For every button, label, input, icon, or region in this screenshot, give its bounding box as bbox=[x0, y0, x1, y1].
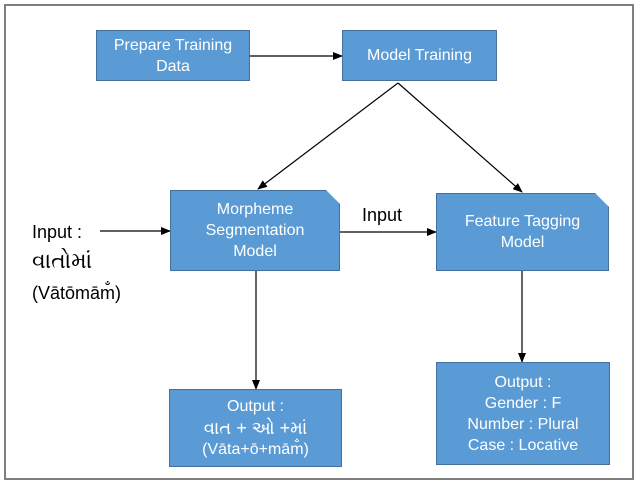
node-morpheme-segmentation-model: Morpheme Segmentation Model bbox=[170, 190, 340, 271]
node-text: Model bbox=[233, 243, 277, 260]
edge-training-to-feature bbox=[397, 82, 523, 193]
node-text: Data bbox=[156, 57, 190, 75]
node-text: Number : Plural bbox=[467, 415, 579, 433]
node-prepare-training-data: Prepare Training Data bbox=[96, 30, 250, 81]
node-text: (Vāta+ō+mām̐) bbox=[202, 441, 309, 458]
node-text: Model Training bbox=[367, 47, 472, 64]
edge-training-to-morpheme bbox=[257, 82, 399, 190]
node-text: Segmentation bbox=[205, 222, 305, 239]
node-text: Gender : F bbox=[484, 394, 562, 412]
node-text: Morpheme bbox=[216, 201, 294, 218]
diagram-frame bbox=[4, 4, 634, 480]
node-text: Model bbox=[500, 234, 545, 251]
input-label-title: Input : bbox=[32, 222, 83, 242]
node-text: Case : Locative bbox=[467, 436, 579, 454]
node-text: વાત + ઓ +માં bbox=[203, 418, 308, 438]
node-model-training: Model Training bbox=[342, 30, 497, 81]
input-label-word: વાતોમાં bbox=[32, 248, 93, 273]
node-feature-output: Output : Gender : F Number : Plural Case… bbox=[436, 362, 610, 465]
node-text: Output : bbox=[494, 373, 552, 391]
node-text: Output : bbox=[227, 398, 284, 415]
input-label-translit: (Vātōmām̐) bbox=[32, 283, 122, 303]
node-text: Feature Tagging bbox=[464, 213, 581, 230]
edge-label-input: Input bbox=[362, 205, 403, 225]
node-morpheme-output: Output : વાત + ઓ +માં (Vāta+ō+mām̐) bbox=[169, 389, 342, 467]
node-feature-tagging-model: Feature Tagging Model bbox=[436, 193, 609, 271]
node-text: Prepare Training bbox=[113, 36, 233, 54]
